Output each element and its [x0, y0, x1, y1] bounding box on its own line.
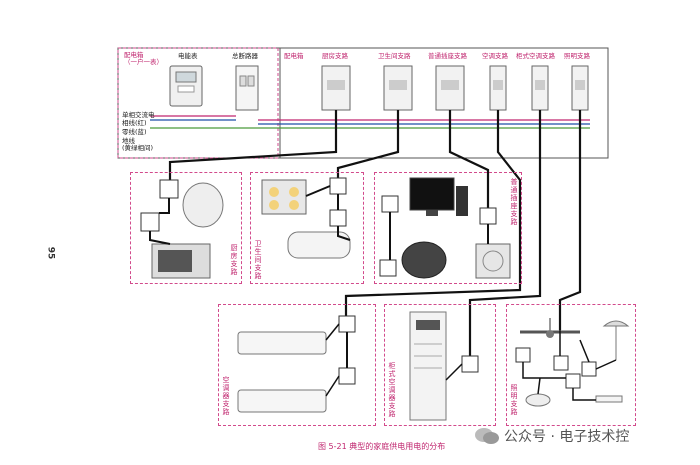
water-heater-icon	[287, 231, 351, 259]
bath-heater-icon	[261, 179, 307, 215]
zone-ac	[218, 304, 376, 426]
vacuum-icon	[401, 241, 447, 279]
socket-s2-icon	[379, 259, 397, 277]
meter-icon	[169, 65, 203, 107]
fan-heater-icon	[475, 243, 511, 279]
switch-l2-icon	[553, 355, 569, 371]
breaker-ac-icon	[489, 65, 507, 111]
zone-label-socket: 普通插座支路	[510, 178, 518, 226]
breaker-cabinet-ac-icon	[531, 65, 549, 111]
ac-unit-2-icon	[237, 389, 327, 413]
breaker-kitchen-icon	[321, 65, 351, 111]
zone-label-kitchen: 厨房支路	[230, 244, 238, 276]
meter-label: 电能表	[178, 52, 198, 60]
zone-kitchen	[130, 172, 242, 284]
branch-label-ac: 空调支路	[482, 52, 508, 60]
zone-bathroom	[250, 172, 364, 284]
watermark-text: 公众号 · 电子技术控	[504, 429, 630, 445]
main-breaker-icon	[235, 65, 259, 111]
cabinet-ac-icon	[409, 311, 447, 421]
wechat-icon	[475, 428, 499, 444]
user-box-label: 配电箱 （一户一表）	[124, 51, 163, 66]
tv-monitor-icon	[409, 177, 455, 216]
ground-wire-label: 地线 (黄绿相间)	[122, 137, 154, 152]
zone-label-ac: 空调器支路	[222, 376, 230, 416]
neutral-wire-label: 零线(蓝)	[122, 128, 147, 136]
distribution-box-label: 配电箱	[284, 52, 304, 60]
live-wire-label: 相线(红)	[122, 119, 147, 127]
figure-caption: 图 5-21 典型的家庭供电用电的分布	[318, 442, 446, 451]
microwave-icon	[151, 243, 211, 279]
branch-wires	[168, 110, 582, 356]
breaker-bathroom-icon	[383, 65, 413, 111]
zone-lighting	[506, 304, 636, 426]
breaker-lighting-icon	[571, 65, 589, 111]
watermark: 公众号 · 电子技术控	[474, 426, 629, 446]
branch-label-kitchen: 厨房支路	[322, 52, 348, 60]
pc-tower-icon	[456, 186, 468, 216]
ceiling-fan-icon	[520, 318, 580, 338]
table-lamp-icon	[602, 320, 630, 360]
user-box-outline	[117, 47, 279, 159]
zone-cabinet-ac	[384, 304, 496, 426]
branch-label-socket: 普通插座支路	[428, 52, 467, 60]
tube-light-icon	[595, 395, 623, 403]
zone-label-cabinet-ac: 柜式空调器支路	[388, 362, 396, 418]
main-breaker-label: 总断路器	[232, 52, 258, 60]
zone-socket	[374, 172, 522, 284]
branch-label-cabinet-ac: 柜式空调支路	[516, 52, 555, 60]
bus-bars	[150, 115, 590, 129]
incoming-label: 单相交流电	[122, 111, 155, 119]
rice-cooker-icon	[182, 182, 224, 228]
branch-label-lighting: 照明支路	[564, 52, 590, 60]
zone-label-bathroom: 卫生间支路	[254, 240, 262, 280]
zone-label-lighting: 照明支路	[510, 384, 518, 416]
ac-unit-1-icon	[237, 331, 327, 355]
branch-label-bathroom: 卫生间支路	[378, 52, 411, 60]
breaker-socket-icon	[435, 65, 465, 111]
